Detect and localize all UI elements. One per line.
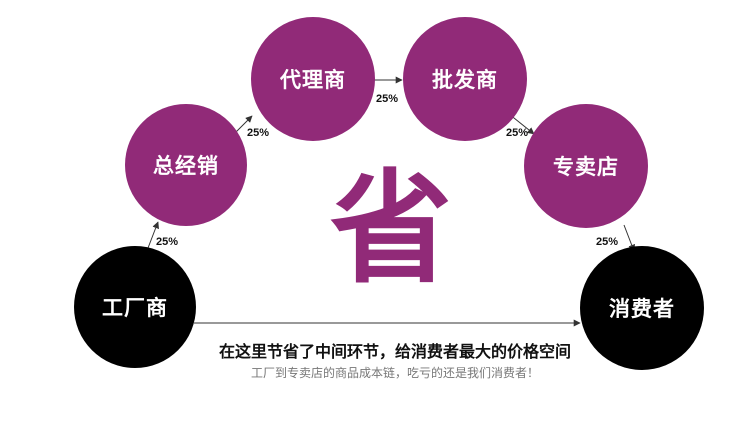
markup-general-to-agent: 25% [247,127,270,139]
arrow-factory-to-general [147,221,160,249]
node-wholesaler-label: 批发商 [432,68,498,92]
node-agent: 代理商 [251,17,375,141]
node-store: 专卖店 [524,104,648,228]
node-consumer-label: 消费者 [609,297,675,321]
subline: 工厂到专卖店的商品成本链，吃亏的还是我们消费者！ [250,366,539,380]
node-general-distributor: 总经销 [125,104,247,226]
arrow-general-to-agent [235,115,253,133]
center-save-character: 省 [330,158,452,300]
node-consumer: 消费者 [580,246,704,370]
node-agent-label: 代理商 [280,68,346,92]
markup-factory-to-general: 25% [156,236,179,248]
markup-store-to-consumer: 25% [596,236,619,248]
headline: 在这里节省了中间环节，给消费者最大的价格空间 [218,342,571,361]
node-general-distributor-label: 总经销 [153,154,219,178]
node-wholesaler: 批发商 [403,17,527,141]
node-factory-label: 工厂商 [102,296,168,320]
markup-agent-to-wholesaler: 25% [376,93,399,105]
node-store-label: 专卖店 [553,155,619,179]
markup-wholesaler-to-store: 25% [506,127,529,139]
node-factory: 工厂商 [74,246,196,368]
